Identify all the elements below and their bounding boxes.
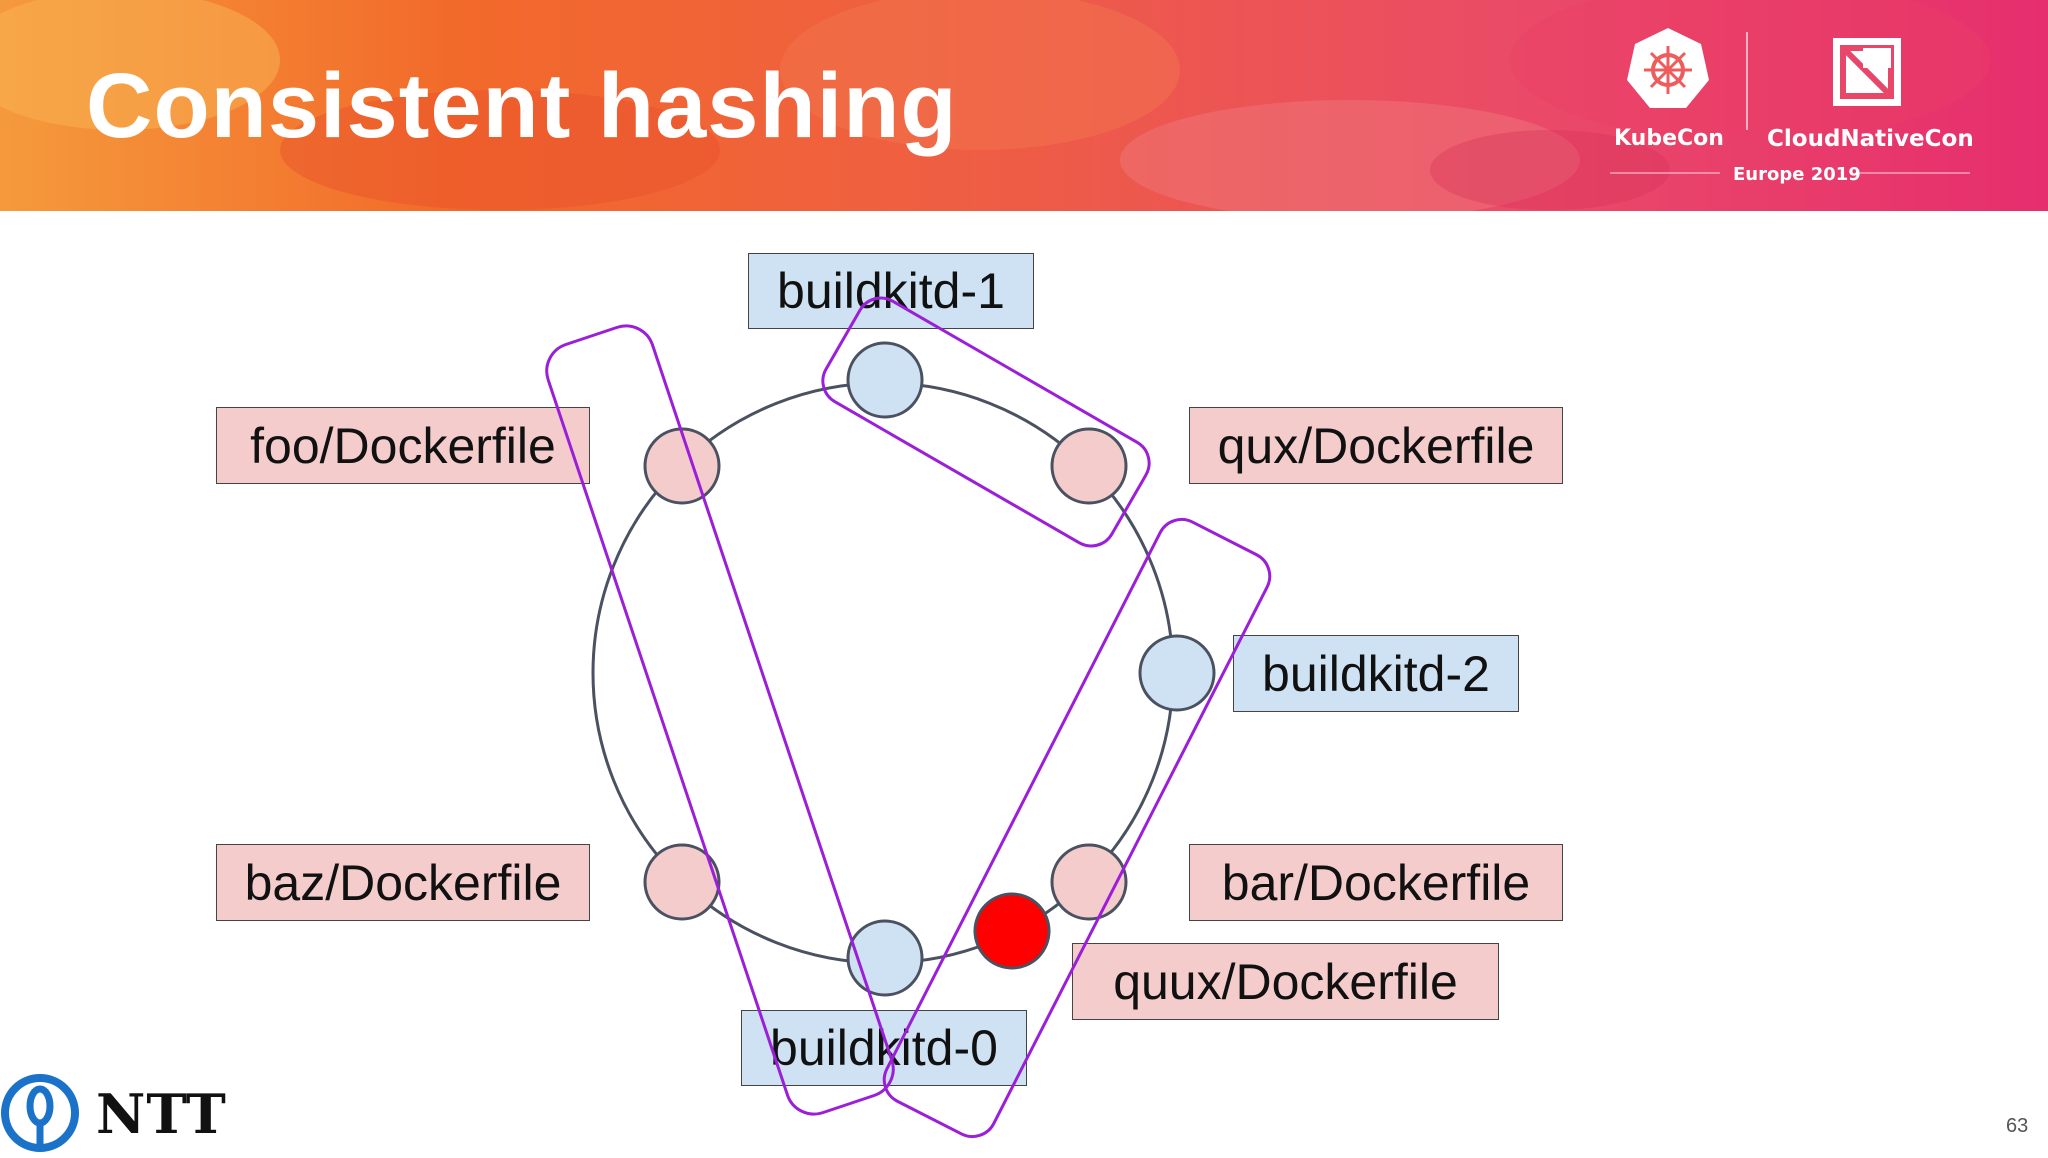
kubecon-label: KubeCon [1614,126,1724,151]
kubernetes-wheel-icon [1627,28,1709,108]
ring-key-bar [1050,843,1128,921]
slide-title: Consistent hashing [86,55,958,157]
key-label-qux: qux/Dockerfile [1189,407,1563,484]
key-label-foo: foo/Dockerfile [216,407,590,484]
page-number: 63 [2006,1115,2029,1137]
ring-key-quux [973,892,1051,970]
node-label-buildkitd-2: buildkitd-2 [1233,635,1519,712]
ring-key-baz [643,843,721,921]
banner-background [0,0,2048,211]
key-label-baz: baz/Dockerfile [216,844,590,921]
cloudnativecon-label: CloudNativeCon [1767,126,1974,152]
ring-node-buildkitd-2 [1138,634,1216,712]
cncf-icon [1833,38,1901,106]
ntt-wordmark: NTT [96,1082,227,1146]
ring-node-buildkitd-0 [846,919,924,997]
key-label-bar: bar/Dockerfile [1189,844,1563,921]
ring-key-foo [643,427,721,505]
header-banner: Consistent hashing KubeCon CloudNativeCo… [0,0,2048,211]
node-label-buildkitd-0: buildkitd-0 [741,1010,1027,1086]
event-label: Europe 2019 [1733,164,1861,185]
key-label-quux: quux/Dockerfile [1072,943,1499,1020]
ntt-logo-icon [1,1074,79,1152]
node-label-buildkitd-1: buildkitd-1 [748,253,1034,329]
ring-key-qux [1050,427,1128,505]
ring-node-buildkitd-1 [846,341,924,419]
